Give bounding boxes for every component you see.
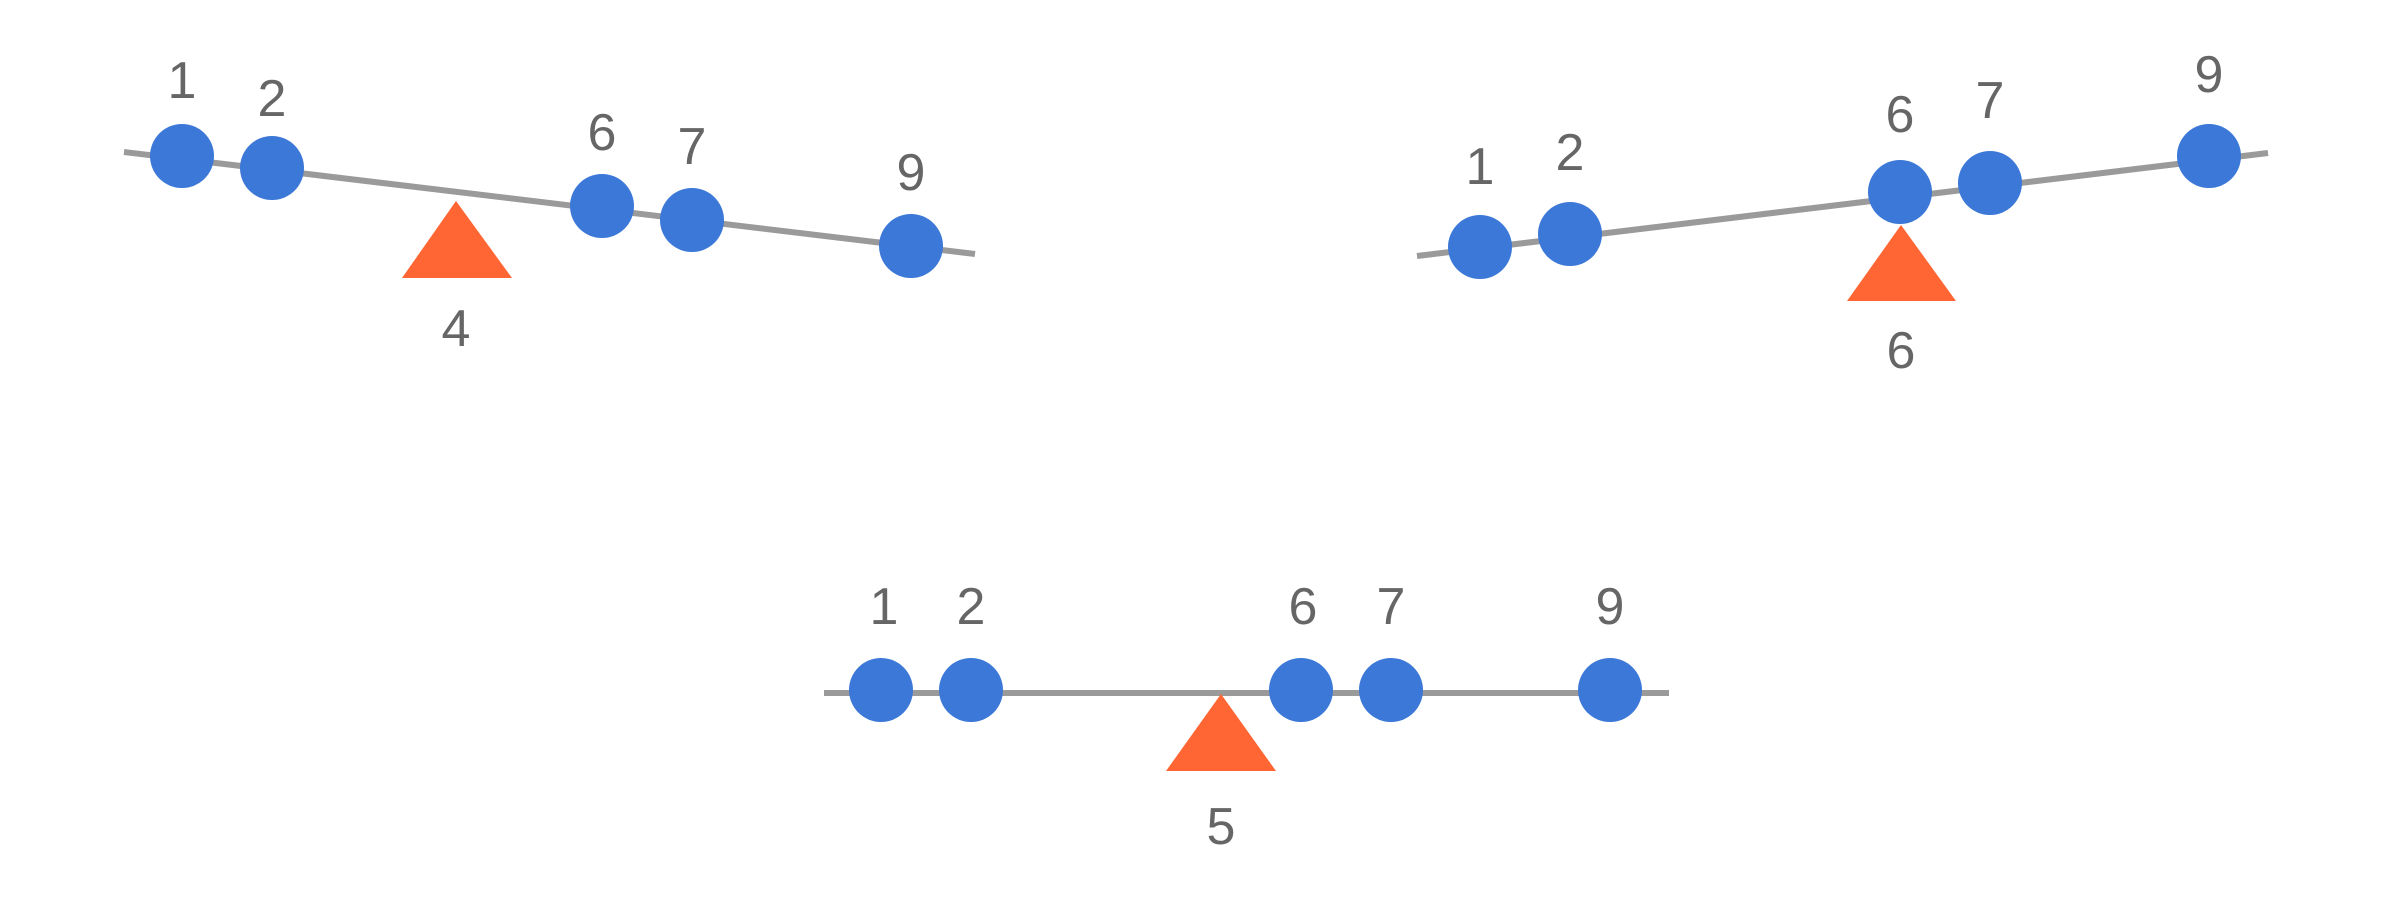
weight-6	[1868, 160, 1932, 224]
weight-1	[849, 658, 913, 722]
weight-6	[1269, 658, 1333, 722]
weight-9	[1578, 658, 1642, 722]
weight-7	[660, 188, 724, 252]
weight-1	[1448, 215, 1512, 279]
weight-6	[570, 174, 634, 238]
seesaw-left-tilt: 1 2 6 7 9 4	[123, 52, 976, 358]
weight-label-1: 1	[870, 578, 899, 636]
weight-label-1: 1	[1466, 138, 1495, 196]
weight-label-2: 2	[957, 578, 986, 636]
weight-label-9: 9	[2195, 46, 2224, 104]
weight-7	[1958, 151, 2022, 215]
weight-label-6: 6	[588, 104, 617, 162]
weight-2	[939, 658, 1003, 722]
weight-label-9: 9	[1596, 578, 1625, 636]
weight-1	[150, 124, 214, 188]
fulcrum-triangle-icon	[1166, 694, 1276, 771]
weight-label-9: 9	[897, 144, 926, 202]
fulcrum-label: 6	[1887, 322, 1916, 380]
fulcrum-triangle-icon	[402, 201, 512, 278]
weight-9	[879, 214, 943, 278]
weight-label-1: 1	[168, 52, 197, 110]
weight-label-7: 7	[678, 118, 707, 176]
weight-7	[1359, 658, 1423, 722]
seesaw-balanced: 1 2 6 7 9 5	[824, 578, 1669, 856]
weight-2	[1538, 202, 1602, 266]
weight-label-6: 6	[1289, 578, 1318, 636]
fulcrum-triangle-icon	[1847, 225, 1956, 301]
fulcrum-label: 5	[1207, 798, 1236, 856]
weight-label-6: 6	[1886, 86, 1915, 144]
weight-2	[240, 136, 304, 200]
weight-label-2: 2	[258, 70, 287, 128]
weight-label-7: 7	[1976, 72, 2005, 130]
weight-label-2: 2	[1556, 124, 1585, 182]
seesaw-right-tilt: 1 2 6 7 9 6	[1416, 46, 2269, 380]
fulcrum-label: 4	[442, 300, 471, 358]
weight-9	[2177, 124, 2241, 188]
weight-label-7: 7	[1377, 578, 1406, 636]
